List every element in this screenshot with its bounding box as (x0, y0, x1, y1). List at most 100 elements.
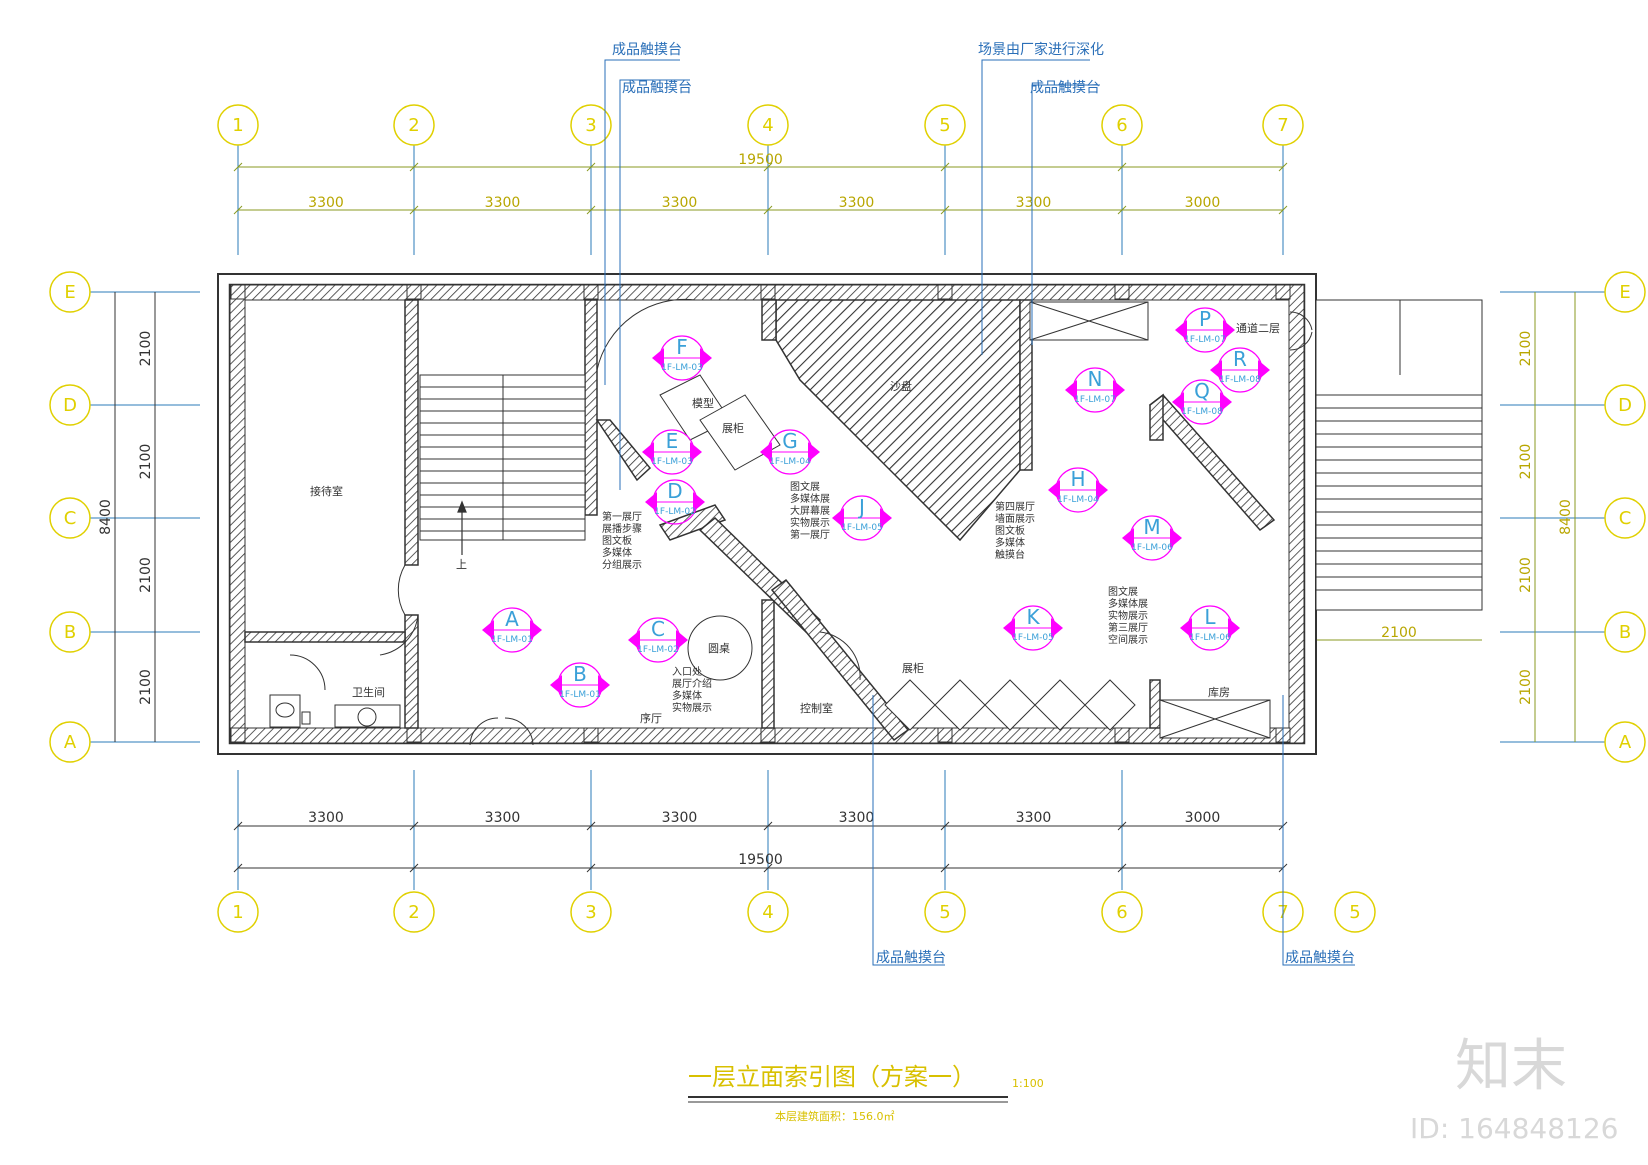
callouts (604, 59, 1355, 966)
watermark: 知末 ID: 164848126 (1410, 1034, 1618, 1145)
tag-arrow (1065, 380, 1077, 400)
tag-letter: Q (1194, 379, 1210, 403)
elevation-tag: P1F-LM-07 (1175, 307, 1235, 353)
axis-bubble (217, 104, 259, 146)
tag-arrow (642, 442, 654, 462)
dim-tick (586, 863, 596, 873)
dim-top-span: 3300 (662, 195, 698, 211)
dim-tick (940, 863, 950, 873)
axis-label: 6 (1116, 115, 1127, 136)
note-line: 图文板 (602, 534, 632, 547)
dim-bottom-span: 3000 (1185, 810, 1221, 826)
tag-code: 1F-LM-01 (491, 635, 533, 645)
note-line: 多媒体 (995, 536, 1025, 549)
dim-tick (233, 162, 243, 172)
axis-label: 7 (1277, 115, 1288, 136)
tag-arrow (1223, 320, 1235, 340)
dim-tick (1117, 863, 1127, 873)
tag-arrow (530, 620, 542, 640)
dim-tick (1117, 205, 1127, 215)
column-post (760, 727, 776, 743)
elevation-tag: N1F-LM-07 (1065, 367, 1125, 413)
note-line: 入口处 (672, 666, 702, 678)
column-posts (230, 284, 1291, 743)
dim-top-span: 3300 (1016, 195, 1052, 211)
tag-code: 1F-LM-03 (661, 363, 703, 373)
dim-bottom-span: 3300 (662, 810, 698, 826)
axis-bubble (49, 384, 91, 426)
column-post (406, 284, 422, 300)
dim-bottom-total: 19500 (738, 852, 783, 868)
tag-arrow (598, 675, 610, 695)
axis-bubble (1101, 891, 1143, 933)
note-line: 空间展示 (1108, 633, 1148, 646)
elevation-tag: C1F-LM-02 (628, 617, 688, 663)
axis-bubble (1262, 104, 1304, 146)
dim-tick (233, 205, 243, 215)
axis-label: A (1619, 732, 1632, 753)
dim-right-total: 8400 (1558, 499, 1574, 535)
axis-label: E (1619, 282, 1630, 303)
axis-label: 1 (232, 115, 243, 136)
axis-label: 3 (585, 115, 596, 136)
tag-arrow (760, 442, 772, 462)
column-post (230, 284, 246, 300)
axis-label: D (1618, 395, 1632, 416)
stair-right (1315, 299, 1483, 611)
tag-arrow (1172, 392, 1184, 412)
dim-tick (763, 863, 773, 873)
tag-letter: D (667, 479, 682, 503)
tag-code: 1F-LM-04 (1057, 495, 1099, 505)
tag-arrow (1170, 528, 1182, 548)
axis-bubble (217, 891, 259, 933)
axis-bubble (1604, 611, 1646, 653)
dim-left-total: 8400 (98, 499, 114, 535)
dim-tick (763, 821, 773, 831)
tag-arrow (482, 620, 494, 640)
column-post (406, 727, 422, 743)
tag-code: 1F-LM-06 (1189, 633, 1231, 643)
tag-code: 1F-LM-01 (559, 690, 601, 700)
drawing-area: 本层建筑面积：156.0㎡ (775, 1109, 895, 1123)
note-line: 图文板 (995, 524, 1025, 537)
room-labels: 接待室 卫生间 序厅 控制室 沙盘 圆桌 模型 展柜 展柜 通道二层 库房 上 (310, 321, 1280, 725)
note-line: 分组展示 (602, 558, 642, 571)
note-line: 实物展示 (1108, 609, 1148, 622)
tag-arrow (808, 442, 820, 462)
tag-code: 1F-LM-03 (651, 457, 693, 467)
dim-tick (586, 162, 596, 172)
tag-letter: K (1026, 605, 1040, 629)
axis-label: 5 (939, 115, 950, 136)
axis-label: B (64, 622, 76, 643)
axis-label: 5 (1349, 902, 1360, 923)
axis-bubble (393, 104, 435, 146)
sand-table-zone (761, 299, 1033, 542)
tag-arrow (690, 442, 702, 462)
tag-arrow (645, 492, 657, 512)
tag-letter: A (505, 607, 519, 631)
label-shelf-2: 展柜 (902, 662, 924, 675)
tag-letter: C (651, 617, 665, 641)
dim-tick (586, 821, 596, 831)
tag-arrow (1051, 618, 1063, 638)
tag-letter: R (1233, 347, 1247, 371)
callout-bottom-2: 成品触摸台 (1285, 950, 1355, 966)
tag-letter: F (676, 335, 688, 359)
tag-arrow (1003, 618, 1015, 638)
angled-walls (595, 393, 1276, 742)
callout-top-4: 成品触摸台 (1030, 80, 1100, 96)
elevation-tags: A1F-LM-01B1F-LM-01C1F-LM-02D1F-LM-02E1F-… (482, 307, 1270, 708)
label-store: 库房 (1208, 686, 1230, 699)
title-block: 一层立面索引图（方案一） 1:100 本层建筑面积：156.0㎡ (688, 1063, 1044, 1123)
doors (289, 298, 1313, 746)
tag-letter: E (666, 429, 679, 453)
axis-label: 4 (762, 115, 773, 136)
note-line: 多媒体 (672, 689, 702, 702)
axis-bubble (393, 891, 435, 933)
dim-top-span: 3000 (1185, 195, 1221, 211)
dim-tick (409, 821, 419, 831)
label-lobby: 序厅 (640, 711, 662, 725)
axis-label: E (64, 282, 75, 303)
axis-label: 5 (939, 902, 950, 923)
dim-tick (940, 205, 950, 215)
